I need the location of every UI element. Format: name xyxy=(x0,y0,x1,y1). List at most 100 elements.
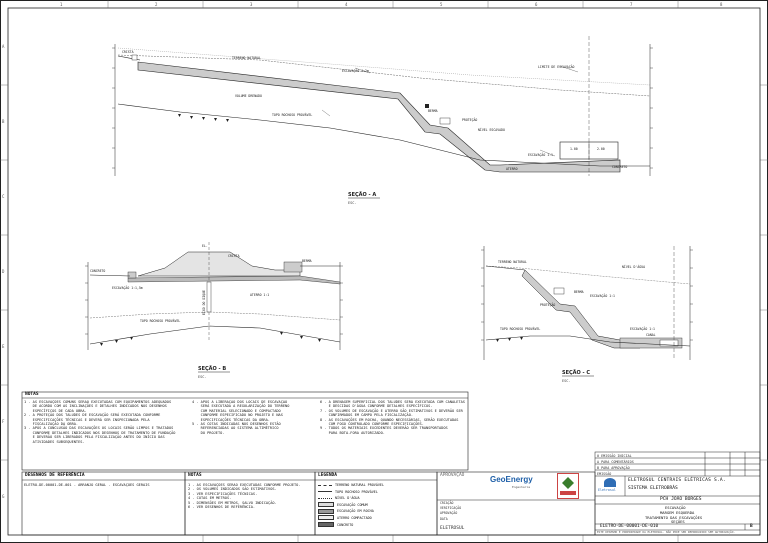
logo-caption: Eletrosul xyxy=(598,488,616,492)
legend-item: ESCAVAÇÃO EM ROCHA xyxy=(318,508,436,515)
section-b xyxy=(85,242,343,350)
geoenergy-logo: GeoEnergy Engenharia xyxy=(490,474,550,494)
revision-row: B PARA APROVAÇÃO xyxy=(597,466,630,470)
col-label: 6 xyxy=(535,2,538,7)
label-prot: PROTEÇÃO xyxy=(462,117,477,122)
row-label: A xyxy=(2,44,5,49)
legend-heading: LEGENDA xyxy=(318,473,337,478)
section-a xyxy=(112,36,653,176)
label-left-slope: ESCAVAÇÃO 1:1,5m xyxy=(112,285,143,290)
label-excav: ESCAVAÇÃO 1:1 xyxy=(590,293,615,298)
label-water-level: NÍVEL ESCAVADO xyxy=(478,127,505,132)
section-c xyxy=(481,246,693,360)
revision-letter: B xyxy=(750,524,753,529)
legend-label: TERRENO NATURAL PROVÁVEL xyxy=(335,483,384,487)
revision-row: A PARA COMENTÁRIOS xyxy=(597,460,634,464)
legend-swatch xyxy=(318,515,334,521)
col-label: 5 xyxy=(440,2,443,7)
approval-heading: APROVAÇÃO xyxy=(440,473,465,478)
section-c-title: SEÇÃO - C ESC. xyxy=(562,369,594,383)
description-1: MARGEM ESQUERDA xyxy=(660,510,695,515)
row-label: D xyxy=(2,269,5,274)
description-2: TRATAMENTO DAS ESCAVAÇÕES xyxy=(645,515,703,520)
notes-column-3: 6 - A DRENAGEM SUPERFICIAL DOS TALUDES S… xyxy=(320,400,465,435)
row-label: E xyxy=(2,344,5,349)
col-label: 4 xyxy=(345,2,348,7)
legend-label: ATERRO COMPACTADO xyxy=(337,515,372,520)
label-dewatering: VOLUME DRENADO xyxy=(235,94,262,98)
bottom-frame xyxy=(21,391,596,536)
label-note-lim: LIMITE DE ESCAVAÇÃO xyxy=(538,64,575,69)
section-b-scale: ESC. xyxy=(198,375,206,379)
section-c-scale: ESC. xyxy=(562,379,570,383)
title-block-frame xyxy=(594,451,761,536)
drawing-number: ELETRO-DE-00001-DE-010 xyxy=(600,524,659,529)
row-label: F xyxy=(2,419,5,424)
approval-code: ELETROSUL xyxy=(440,526,465,531)
label-terrain: TERRENO NATURAL xyxy=(232,56,261,60)
col-label: 3 xyxy=(250,2,253,7)
border-labels: 1 2 3 4 5 6 7 8 A B C D E F G xyxy=(2,2,723,499)
plant-name: PCH JOÃO BORGES xyxy=(660,497,702,502)
legend-list: TERRENO NATURAL PROVÁVEL TOPO ROCHOSO PR… xyxy=(318,482,436,528)
label-berm: BERMA xyxy=(574,290,584,294)
label-crest: CRISTA xyxy=(228,254,240,258)
notes-heading: NOTAS xyxy=(25,392,39,397)
notes-column-2: 4 - APÓS A LIBERAÇÃO DOS LOCAIS DE ESCAV… xyxy=(192,400,290,435)
logo-mark xyxy=(604,478,616,487)
approval-row: APROVAÇÃO xyxy=(440,511,458,516)
reference-heading: DESENHOS DE REFERÊNCIA xyxy=(25,473,85,478)
label-excavation: ESCAVAÇÃO 1:2m xyxy=(342,68,369,73)
notes2-heading: NOTAS xyxy=(188,473,202,478)
row-label: B xyxy=(2,119,5,124)
badge-bar xyxy=(560,491,576,495)
legend-swatch xyxy=(318,497,332,499)
legend-swatch xyxy=(318,502,334,508)
approval-row: DATA xyxy=(440,516,448,521)
label-excav-limit: ESCAVAÇÃO 1:1 xyxy=(528,152,553,157)
legend-label: ESCAVAÇÃO COMUM xyxy=(337,502,368,507)
legend-item: NÍVEL D'ÁGUA xyxy=(318,495,436,502)
approval-row: CRIAÇÃO xyxy=(440,501,454,505)
label-channel-b: 2.00 xyxy=(597,147,605,151)
logo-text: GeoEnergy xyxy=(490,475,533,484)
section-a-title-text: SEÇÃO - A xyxy=(348,191,376,198)
legend-item: ESCAVAÇÃO COMUM xyxy=(318,502,436,509)
label-axis: EIXO DO DIQUE xyxy=(202,290,206,315)
revision-row: 0 EMISSÃO INICIAL xyxy=(597,454,632,458)
section-b-labels: EL. CRISTA ESCAVAÇÃO 1:1,5m ATERRO 1:1 T… xyxy=(90,244,312,323)
label-top: EL. xyxy=(202,244,208,248)
description-3: SEÇÕES xyxy=(671,519,685,524)
legend-item: ATERRO COMPACTADO xyxy=(318,515,436,522)
legend-item: CONCRETO xyxy=(318,522,436,529)
logo-subtext: Engenharia xyxy=(512,485,531,489)
footer-note: ESTE DESENHO É PROPRIEDADE DA ELETROSUL.… xyxy=(597,530,736,534)
col-label: 2 xyxy=(155,2,158,7)
label-excav-right: ESCAVAÇÃO 1:1 xyxy=(630,326,655,331)
notes2-text: 1 - AS ESCAVAÇÕES SERÃO EXECUTADAS CONFO… xyxy=(188,483,301,510)
label-concrete: CONCRETO xyxy=(612,165,627,169)
label-level: NÍVEL D'ÁGUA xyxy=(622,264,645,269)
badge-icon xyxy=(562,477,574,489)
label-fill: ATERRO xyxy=(506,167,518,171)
label-concrete: CONCRETO xyxy=(90,269,105,273)
col-label: 7 xyxy=(630,2,633,7)
label-rock: TOPO ROCHOSO PROVÁVEL xyxy=(500,326,540,331)
revision-header: EMISSÃO xyxy=(597,472,612,476)
eletrosul-logo: Eletrosul xyxy=(598,478,623,495)
section-b-title: SEÇÃO - B ESC. xyxy=(198,365,230,379)
legend-label: TOPO ROCHOSO PROVÁVEL xyxy=(335,489,378,494)
legend-item: TERRENO NATURAL PROVÁVEL xyxy=(318,482,436,489)
owner-line-1: ELETROSUL CENTRAIS ELÉTRICAS S.A. xyxy=(628,478,726,483)
legend-swatch xyxy=(318,491,332,493)
row-label: G xyxy=(2,494,5,499)
legend-label: NÍVEL D'ÁGUA xyxy=(335,496,360,501)
section-a-scale: ESC. xyxy=(348,201,356,205)
legend-label: ESCAVAÇÃO EM ROCHA xyxy=(337,509,374,514)
label-prot: PROTEÇÃO xyxy=(540,302,555,307)
section-a-labels: TERRENO NATURAL ESCAVAÇÃO 1:2m VOLUME DR… xyxy=(122,50,627,171)
legend-label: CONCRETO xyxy=(337,522,354,527)
label-right-slope: ATERRO 1:1 xyxy=(250,293,269,297)
